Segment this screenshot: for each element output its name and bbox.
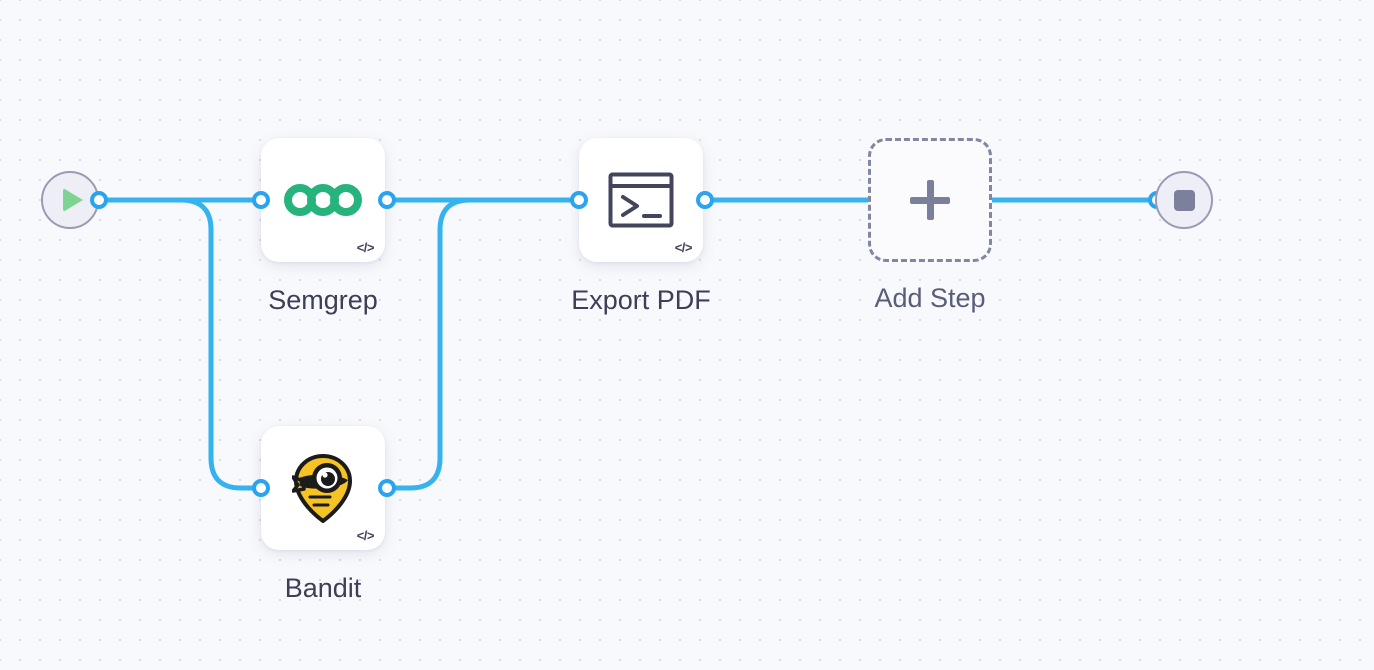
edge-bandit-to-exportpdf: [384, 197, 582, 491]
play-icon: [63, 188, 83, 212]
edge-start-to-bandit: [96, 197, 264, 491]
terminal-icon-wrap: [579, 138, 703, 262]
step-label-bandit: Bandit: [284, 573, 362, 603]
end-node[interactable]: [1155, 171, 1213, 229]
semgrep-output-port[interactable]: [378, 191, 396, 209]
start-node[interactable]: [41, 171, 99, 229]
bandit-icon-wrap: [261, 426, 385, 550]
code-badge: </>: [356, 240, 375, 255]
stop-icon: [1173, 189, 1195, 211]
step-node-semgrep[interactable]: </>: [261, 138, 385, 262]
step-label-export-pdf: Export PDF: [571, 285, 711, 315]
semgrep-icon-wrap: [261, 138, 385, 262]
plus-icon: [910, 180, 950, 220]
step-node-export-pdf[interactable]: </>: [579, 138, 703, 262]
semgrep-input-port[interactable]: [252, 191, 270, 209]
terminal-icon: [608, 172, 674, 228]
start-node-output-port[interactable]: [90, 191, 108, 209]
export-pdf-output-port[interactable]: [696, 191, 714, 209]
code-badge: </>: [356, 528, 375, 543]
add-step-label: Add Step: [874, 283, 986, 313]
step-node-bandit[interactable]: </>: [261, 426, 385, 550]
step-label-semgrep: Semgrep: [268, 285, 378, 315]
add-step-button[interactable]: [868, 138, 992, 262]
bandit-input-port[interactable]: [252, 479, 270, 497]
code-badge: </>: [674, 240, 693, 255]
export-pdf-input-port[interactable]: [570, 191, 588, 209]
semgrep-logo-icon: [284, 184, 362, 216]
bandit-logo-icon: [292, 454, 352, 523]
bandit-output-port[interactable]: [378, 479, 396, 497]
